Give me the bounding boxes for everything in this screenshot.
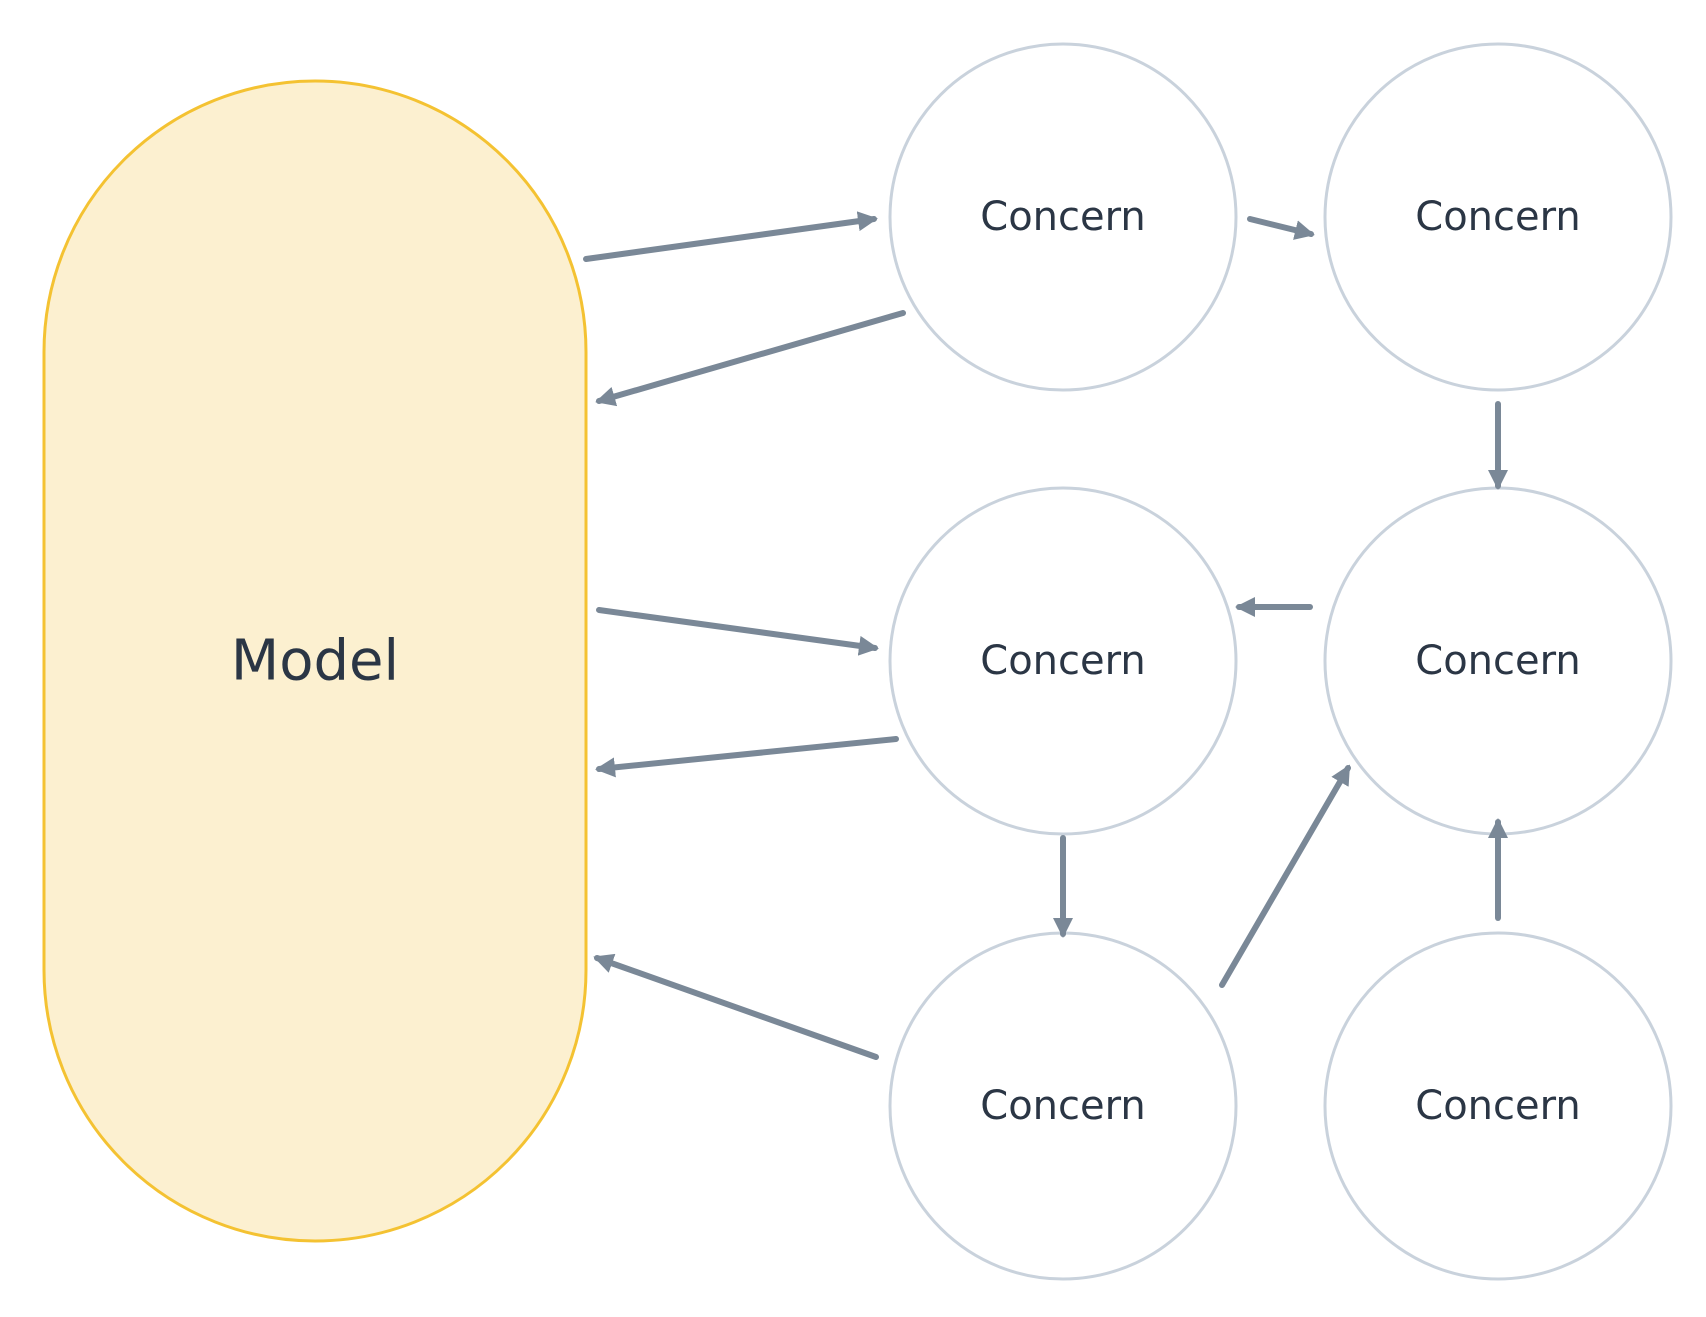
concern-node-4: Concern (1323, 486, 1673, 836)
arrow-concern-1-to-model (595, 310, 906, 407)
concern-circle (1323, 42, 1673, 392)
concern-circle (888, 486, 1238, 836)
concern-node-6: Concern (1323, 931, 1673, 1281)
model-shape (42, 79, 588, 1243)
concern-label: Concern (1415, 194, 1580, 240)
concern-node-1: Concern (888, 42, 1238, 392)
arrow-concern-5-to-concern-4 (1219, 764, 1351, 988)
concern-label: Concern (980, 638, 1145, 684)
arrow-model-to-concern-3 (596, 607, 879, 656)
model-label: Model (231, 629, 399, 694)
concern-node-5: Concern (888, 931, 1238, 1281)
arrow-concern-3-to-model (595, 736, 899, 778)
model-node: Model (42, 79, 588, 1243)
arrow-model-to-concern-1 (583, 211, 878, 262)
concern-label: Concern (980, 1083, 1145, 1129)
concern-node-2: Concern (1323, 42, 1673, 392)
concern-label: Concern (980, 194, 1145, 240)
concern-circle (888, 42, 1238, 392)
concern-label: Concern (1415, 1083, 1580, 1129)
concern-node-3: Concern (888, 486, 1238, 836)
concern-circle (1323, 931, 1673, 1281)
arrow-concern-1-to-concern-2 (1247, 216, 1315, 240)
arrow-concern-5-to-model (593, 953, 879, 1060)
concern-label: Concern (1415, 638, 1580, 684)
